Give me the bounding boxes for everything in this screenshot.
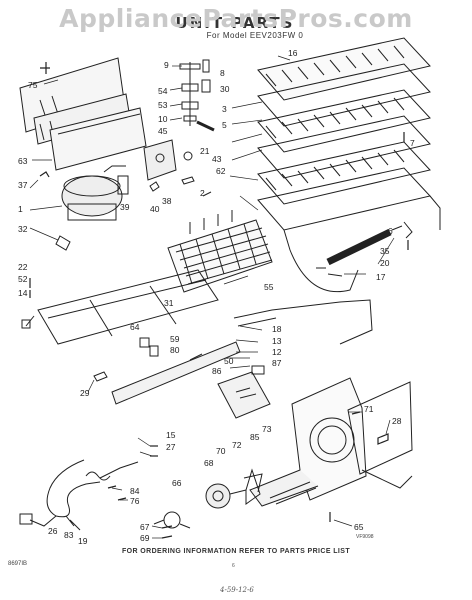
drain-channel: [217, 365, 271, 419]
callout: 85: [250, 432, 260, 442]
callout: 40: [150, 204, 160, 214]
callout: 55: [264, 282, 274, 292]
callout: 63: [18, 156, 28, 166]
document-code: 8697IB: [8, 561, 28, 567]
ordering-note: FOR ORDERING INFORMATION REFER TO PARTS …: [121, 548, 351, 555]
callout: 16: [288, 48, 298, 58]
callout: 66: [172, 478, 182, 488]
callout: 84: [130, 486, 140, 496]
callout: 15: [166, 430, 176, 440]
callout: 87: [272, 358, 282, 368]
callout: 14: [18, 288, 28, 298]
callout: 67: [140, 522, 150, 532]
leader-lines: [29, 55, 395, 539]
callout: 80: [170, 345, 180, 355]
access-cover: [49, 107, 147, 171]
callout: 39: [120, 202, 130, 212]
condenser: [167, 210, 273, 293]
callout: 1: [18, 204, 23, 214]
callout: 59: [170, 334, 180, 344]
callout: 10: [158, 114, 168, 124]
callout: 35: [380, 246, 390, 256]
callout: 12: [272, 347, 282, 357]
callout: 37: [18, 180, 28, 190]
filter-drier: [316, 221, 413, 277]
callout: 29: [80, 388, 90, 398]
callout: 32: [18, 224, 28, 234]
callout: 86: [212, 366, 222, 376]
callout: 28: [392, 416, 402, 426]
callout: 45: [158, 126, 168, 136]
evaporator-coil: [257, 37, 441, 293]
callout: 52: [18, 274, 28, 284]
screws: [29, 62, 409, 539]
callout: 53: [158, 100, 168, 110]
callout: 76: [130, 496, 140, 506]
callout: 20: [380, 258, 390, 268]
callout: 2: [200, 188, 205, 198]
callout: 17: [376, 272, 386, 282]
callout: 62: [216, 166, 226, 176]
mount-parts: [93, 337, 203, 382]
callout: 13: [272, 336, 282, 346]
callout: 18: [272, 324, 282, 334]
valve-tube-assembly: [179, 59, 215, 132]
callout: 83: [64, 530, 74, 540]
callout: 54: [158, 86, 168, 96]
callout: 31: [164, 298, 174, 308]
fan-motor: [153, 468, 263, 529]
callout: 73: [262, 424, 272, 434]
callout: 22: [18, 262, 28, 272]
compressor: [55, 165, 129, 251]
callout: 9: [164, 60, 169, 70]
callout: 71: [364, 404, 374, 414]
wiring-harness: [19, 459, 139, 531]
diagram-title: UNIT PARTS: [175, 14, 295, 32]
callout: 43: [212, 154, 222, 164]
callout: 5: [222, 120, 227, 130]
callout: 8: [220, 68, 225, 78]
fan-shroud: [249, 377, 413, 507]
callout: 3: [222, 104, 227, 114]
diagram-subtitle: For Model EEV203FW 0: [206, 31, 304, 40]
callout-labels: 75 9 30 8 16 54 53 10 45 3 5 7 63 21 43 …: [18, 48, 415, 546]
callout: 19: [78, 536, 88, 546]
callout: 69: [140, 533, 150, 543]
callout: 70: [216, 446, 226, 456]
callout: 64: [130, 322, 140, 332]
callout: 7: [410, 138, 415, 148]
callout: 38: [162, 196, 172, 206]
control-box: [143, 139, 212, 197]
callout: 75: [28, 80, 38, 90]
callout: 6: [388, 226, 393, 236]
callout: 50: [224, 356, 234, 366]
base-frame: [21, 269, 219, 345]
callout: 65: [354, 522, 364, 532]
figure-code: VF9098: [356, 534, 374, 540]
callout: 30: [220, 84, 230, 94]
callout: 68: [204, 458, 214, 468]
callout: 21: [200, 146, 210, 156]
callout: 72: [232, 440, 242, 450]
page-number: 6: [232, 563, 235, 569]
handwritten-note: 4-59-12-6: [220, 586, 254, 594]
callout: 26: [48, 526, 58, 536]
callout: 27: [166, 442, 176, 452]
